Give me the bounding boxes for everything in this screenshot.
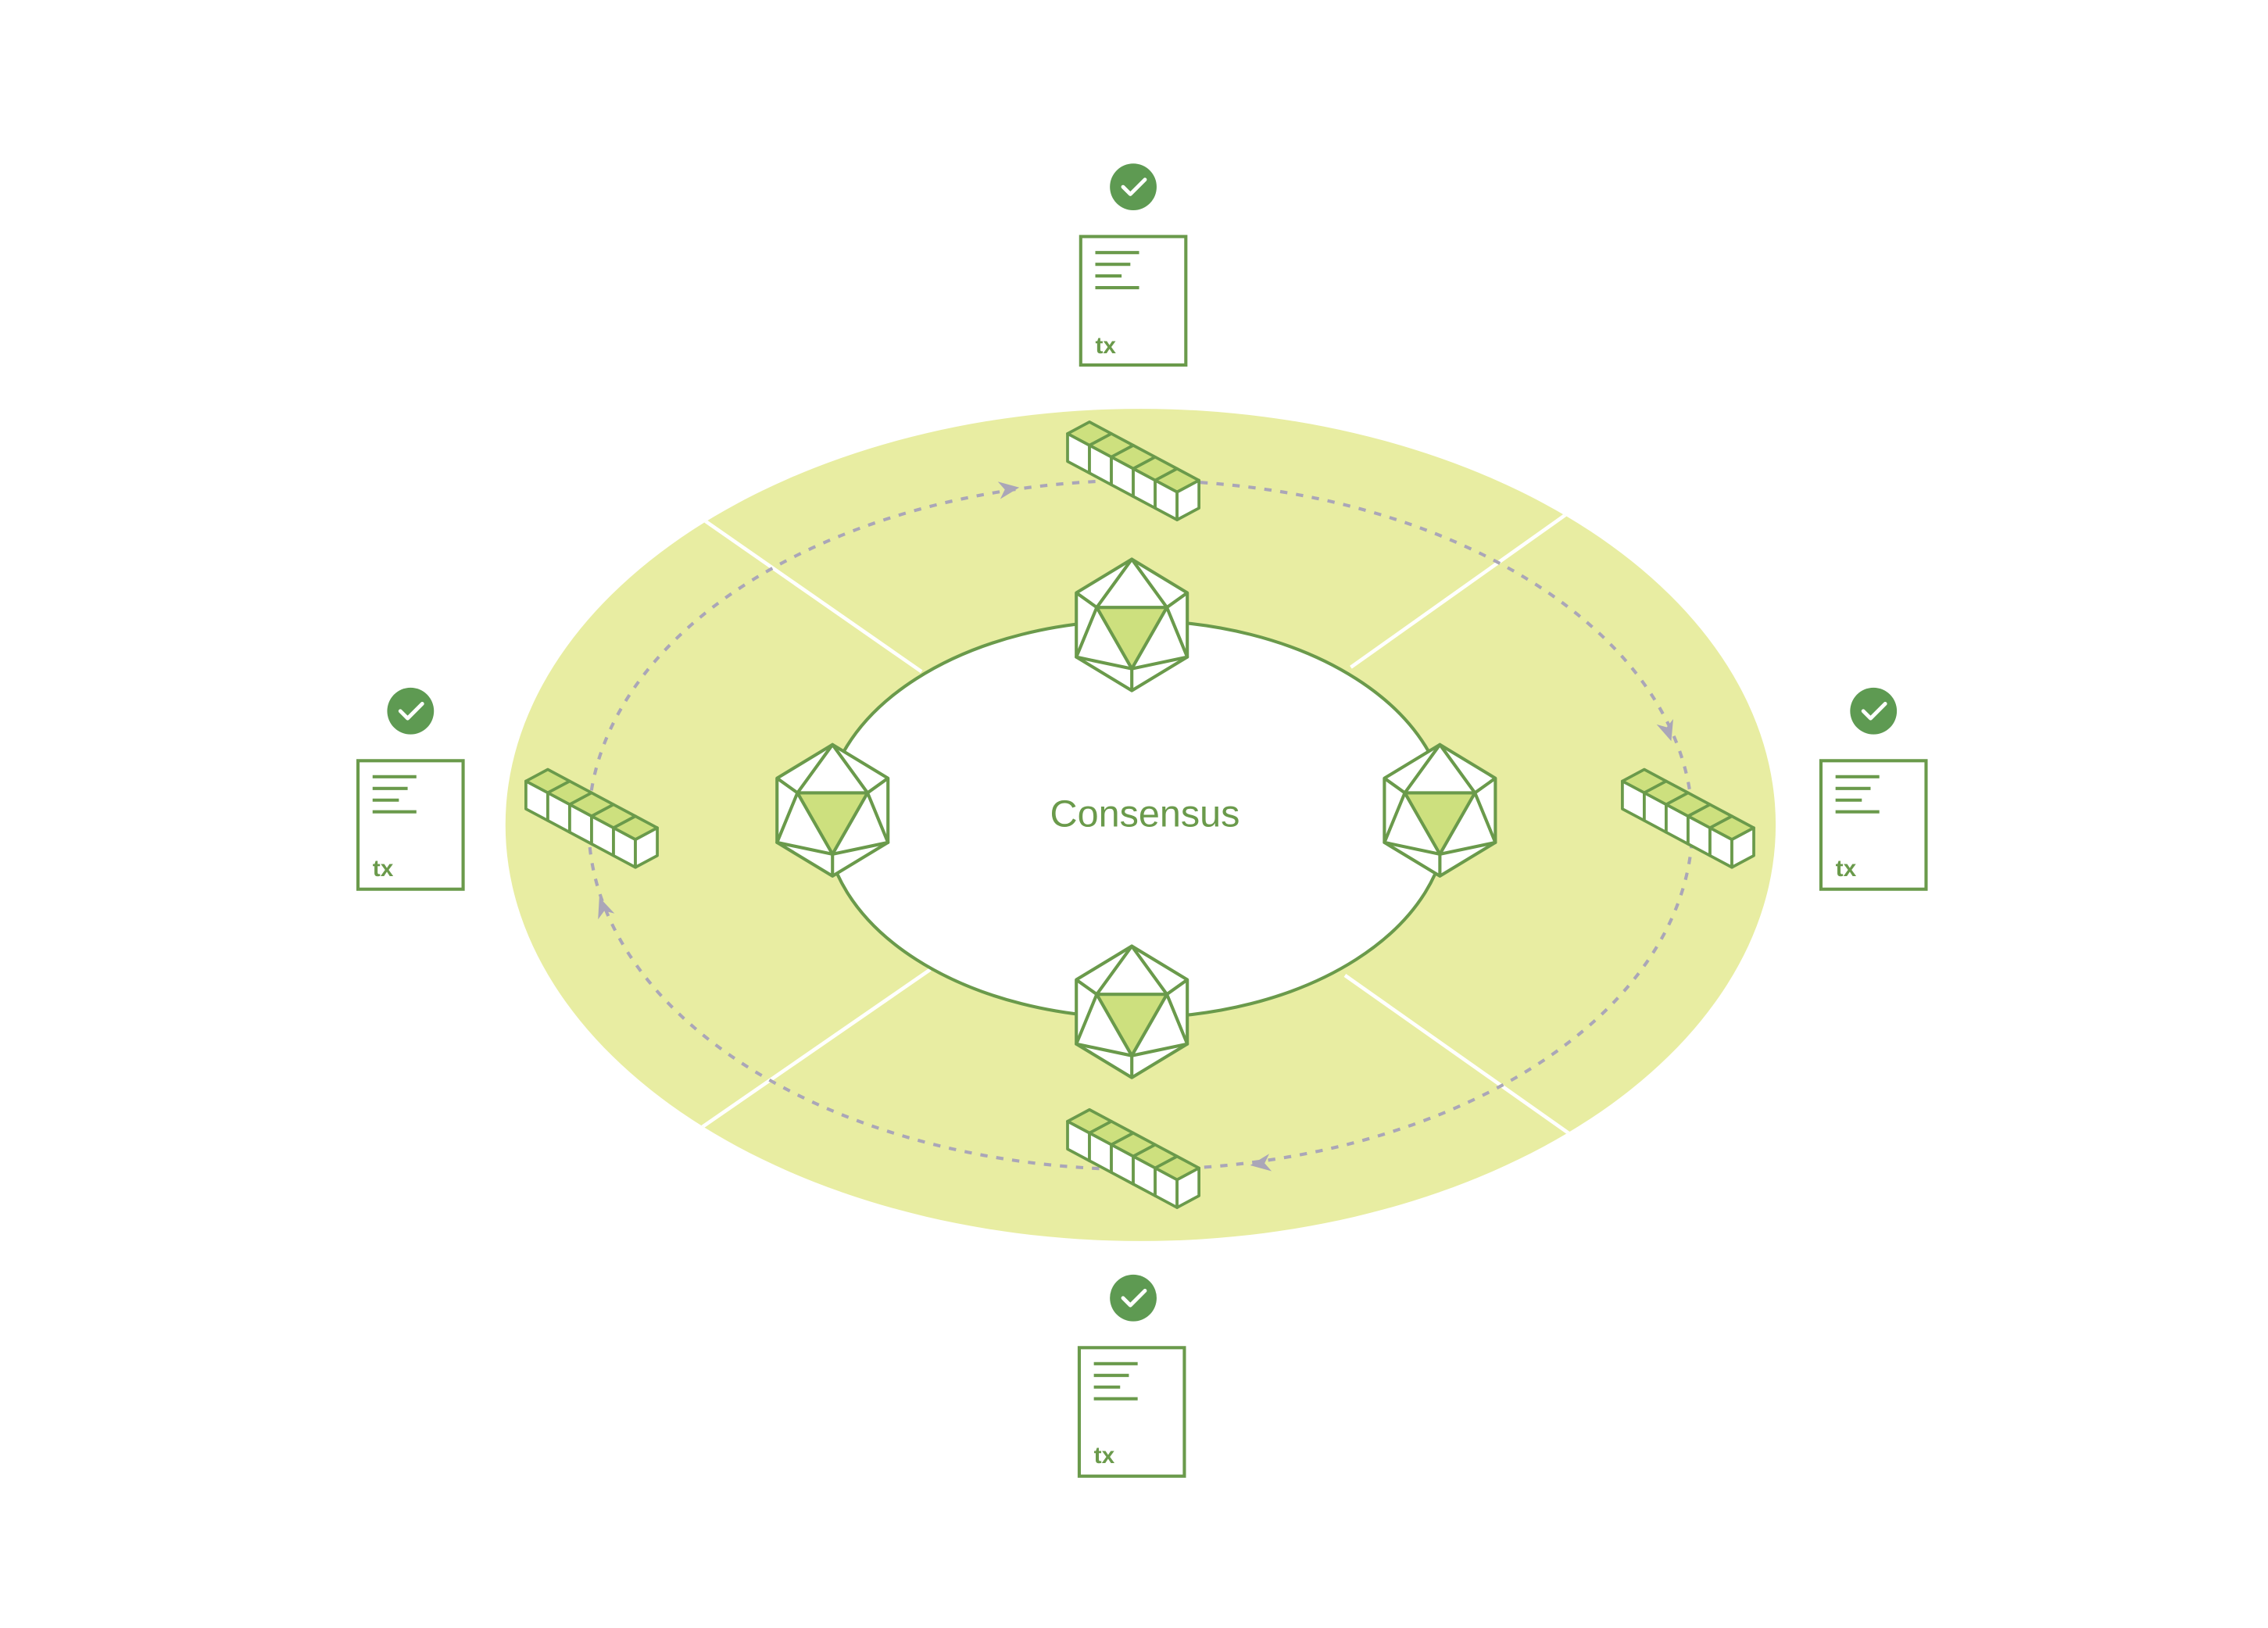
transaction-bottom: tx <box>1079 1275 1185 1476</box>
tx-label: tx <box>373 856 394 882</box>
consensus-label: Consensus <box>1050 793 1240 835</box>
check-circle-icon <box>1110 1275 1157 1322</box>
transaction-top: tx <box>1081 163 1186 365</box>
tx-label: tx <box>1094 1443 1115 1469</box>
check-circle-icon <box>1850 688 1897 735</box>
tx-label: tx <box>1095 333 1116 359</box>
tx-label: tx <box>1836 856 1857 882</box>
check-circle-icon <box>1110 163 1157 210</box>
check-circle-icon <box>387 688 434 735</box>
transaction-left: tx <box>358 688 463 889</box>
transaction-right: tx <box>1821 688 1926 889</box>
